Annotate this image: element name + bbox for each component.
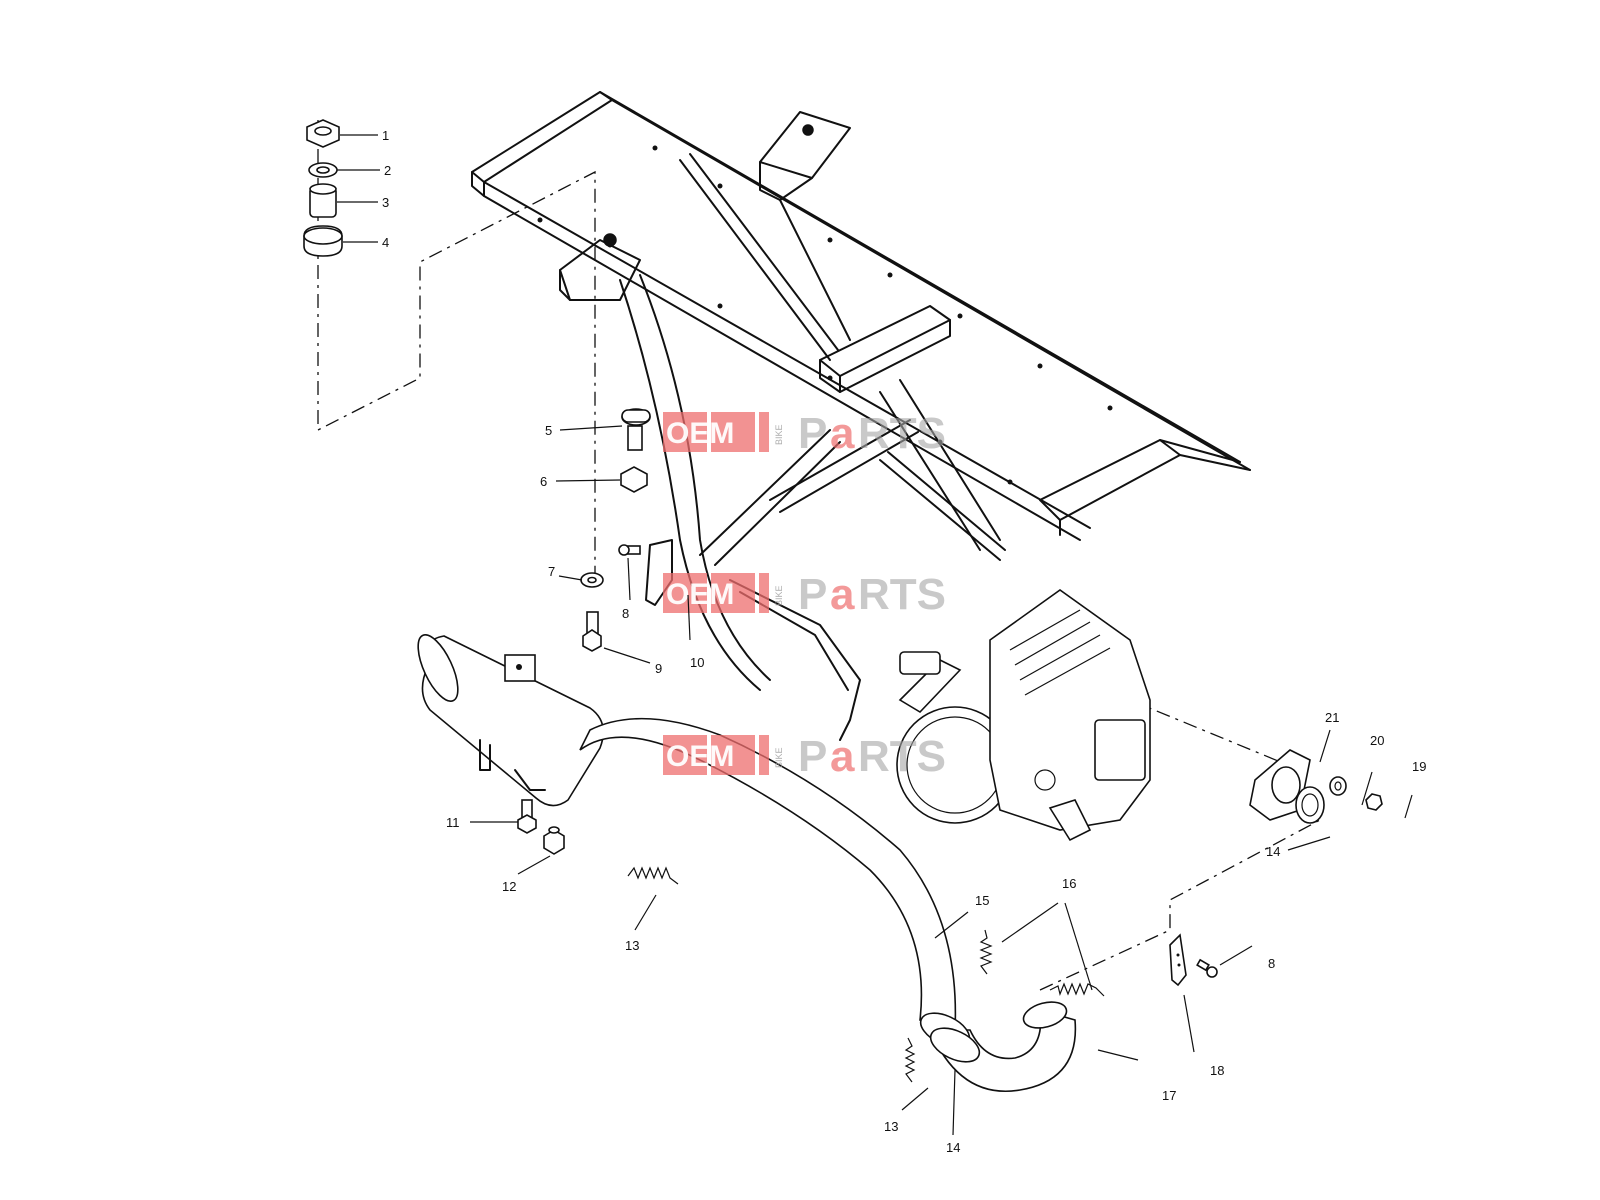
- watermark-rts-2: RTS: [858, 570, 946, 619]
- callout-label: 13: [884, 1119, 898, 1134]
- watermark-a-2: a: [830, 570, 855, 619]
- watermark-row-2: OEM P a RTS BIKE: [663, 570, 946, 619]
- watermark-bike-2: BIKE: [774, 585, 784, 606]
- callout-label: 12: [502, 879, 516, 894]
- callout-label: 1: [382, 128, 389, 143]
- mount-hardware-stack: [303, 119, 343, 257]
- callout-label: 20: [1370, 733, 1384, 748]
- callout-label: 14: [1266, 844, 1280, 859]
- watermark-a-3: a: [830, 732, 855, 781]
- watermark-bike-3: BIKE: [774, 747, 784, 768]
- watermark-row-1: OEM P a RTS BIKE: [663, 409, 946, 458]
- callout-label: 9: [655, 661, 662, 676]
- callout-label: 3: [382, 195, 389, 210]
- watermark-p-1: P: [798, 409, 827, 458]
- watermark-rts-3: RTS: [858, 732, 946, 781]
- bracket-18: [1169, 933, 1218, 987]
- watermark: OEM P a RTS BIKE OEM P a RTS BIKE OEM P …: [663, 409, 946, 781]
- springs: [627, 866, 1105, 1083]
- muffler: [417, 634, 605, 855]
- bolt-hardware: [580, 408, 651, 652]
- frame: [471, 91, 1251, 741]
- callout-label: 18: [1210, 1063, 1224, 1078]
- watermark-bike-1: BIKE: [774, 424, 784, 445]
- callout-label: 21: [1325, 710, 1339, 725]
- watermark-oem-3: OEM: [666, 740, 734, 773]
- watermark-p-2: P: [798, 570, 827, 619]
- callout-label: 13: [625, 938, 639, 953]
- watermark-p-3: P: [798, 732, 827, 781]
- callout-label: 16: [1062, 876, 1076, 891]
- callout-label: 15: [975, 893, 989, 908]
- watermark-oem-2: OEM: [666, 578, 734, 611]
- callouts: 1 2 3 4 5 6 7 8 9 10 11 12 13 13 14 14 1: [337, 128, 1426, 1155]
- callout-label: 2: [384, 163, 391, 178]
- callout-label: 10: [690, 655, 704, 670]
- callout-label: 11: [446, 815, 460, 830]
- callout-label: 17: [1162, 1088, 1176, 1103]
- callout-label: 8: [622, 606, 629, 621]
- callout-label: 19: [1412, 759, 1426, 774]
- callout-label: 14: [946, 1140, 960, 1155]
- engine: [896, 589, 1151, 842]
- watermark-row-3: OEM P a RTS BIKE: [663, 732, 946, 781]
- callout-label: 4: [382, 235, 389, 250]
- callout-label: 8: [1268, 956, 1275, 971]
- callout-label: 7: [548, 564, 555, 579]
- callout-label: 5: [545, 423, 552, 438]
- watermark-rts-1: RTS: [858, 409, 946, 458]
- flange-hardware: [1249, 749, 1383, 824]
- watermark-oem-1: OEM: [666, 417, 734, 450]
- callout-label: 6: [540, 474, 547, 489]
- watermark-a-1: a: [830, 409, 855, 458]
- alignment-lines: [317, 120, 1321, 991]
